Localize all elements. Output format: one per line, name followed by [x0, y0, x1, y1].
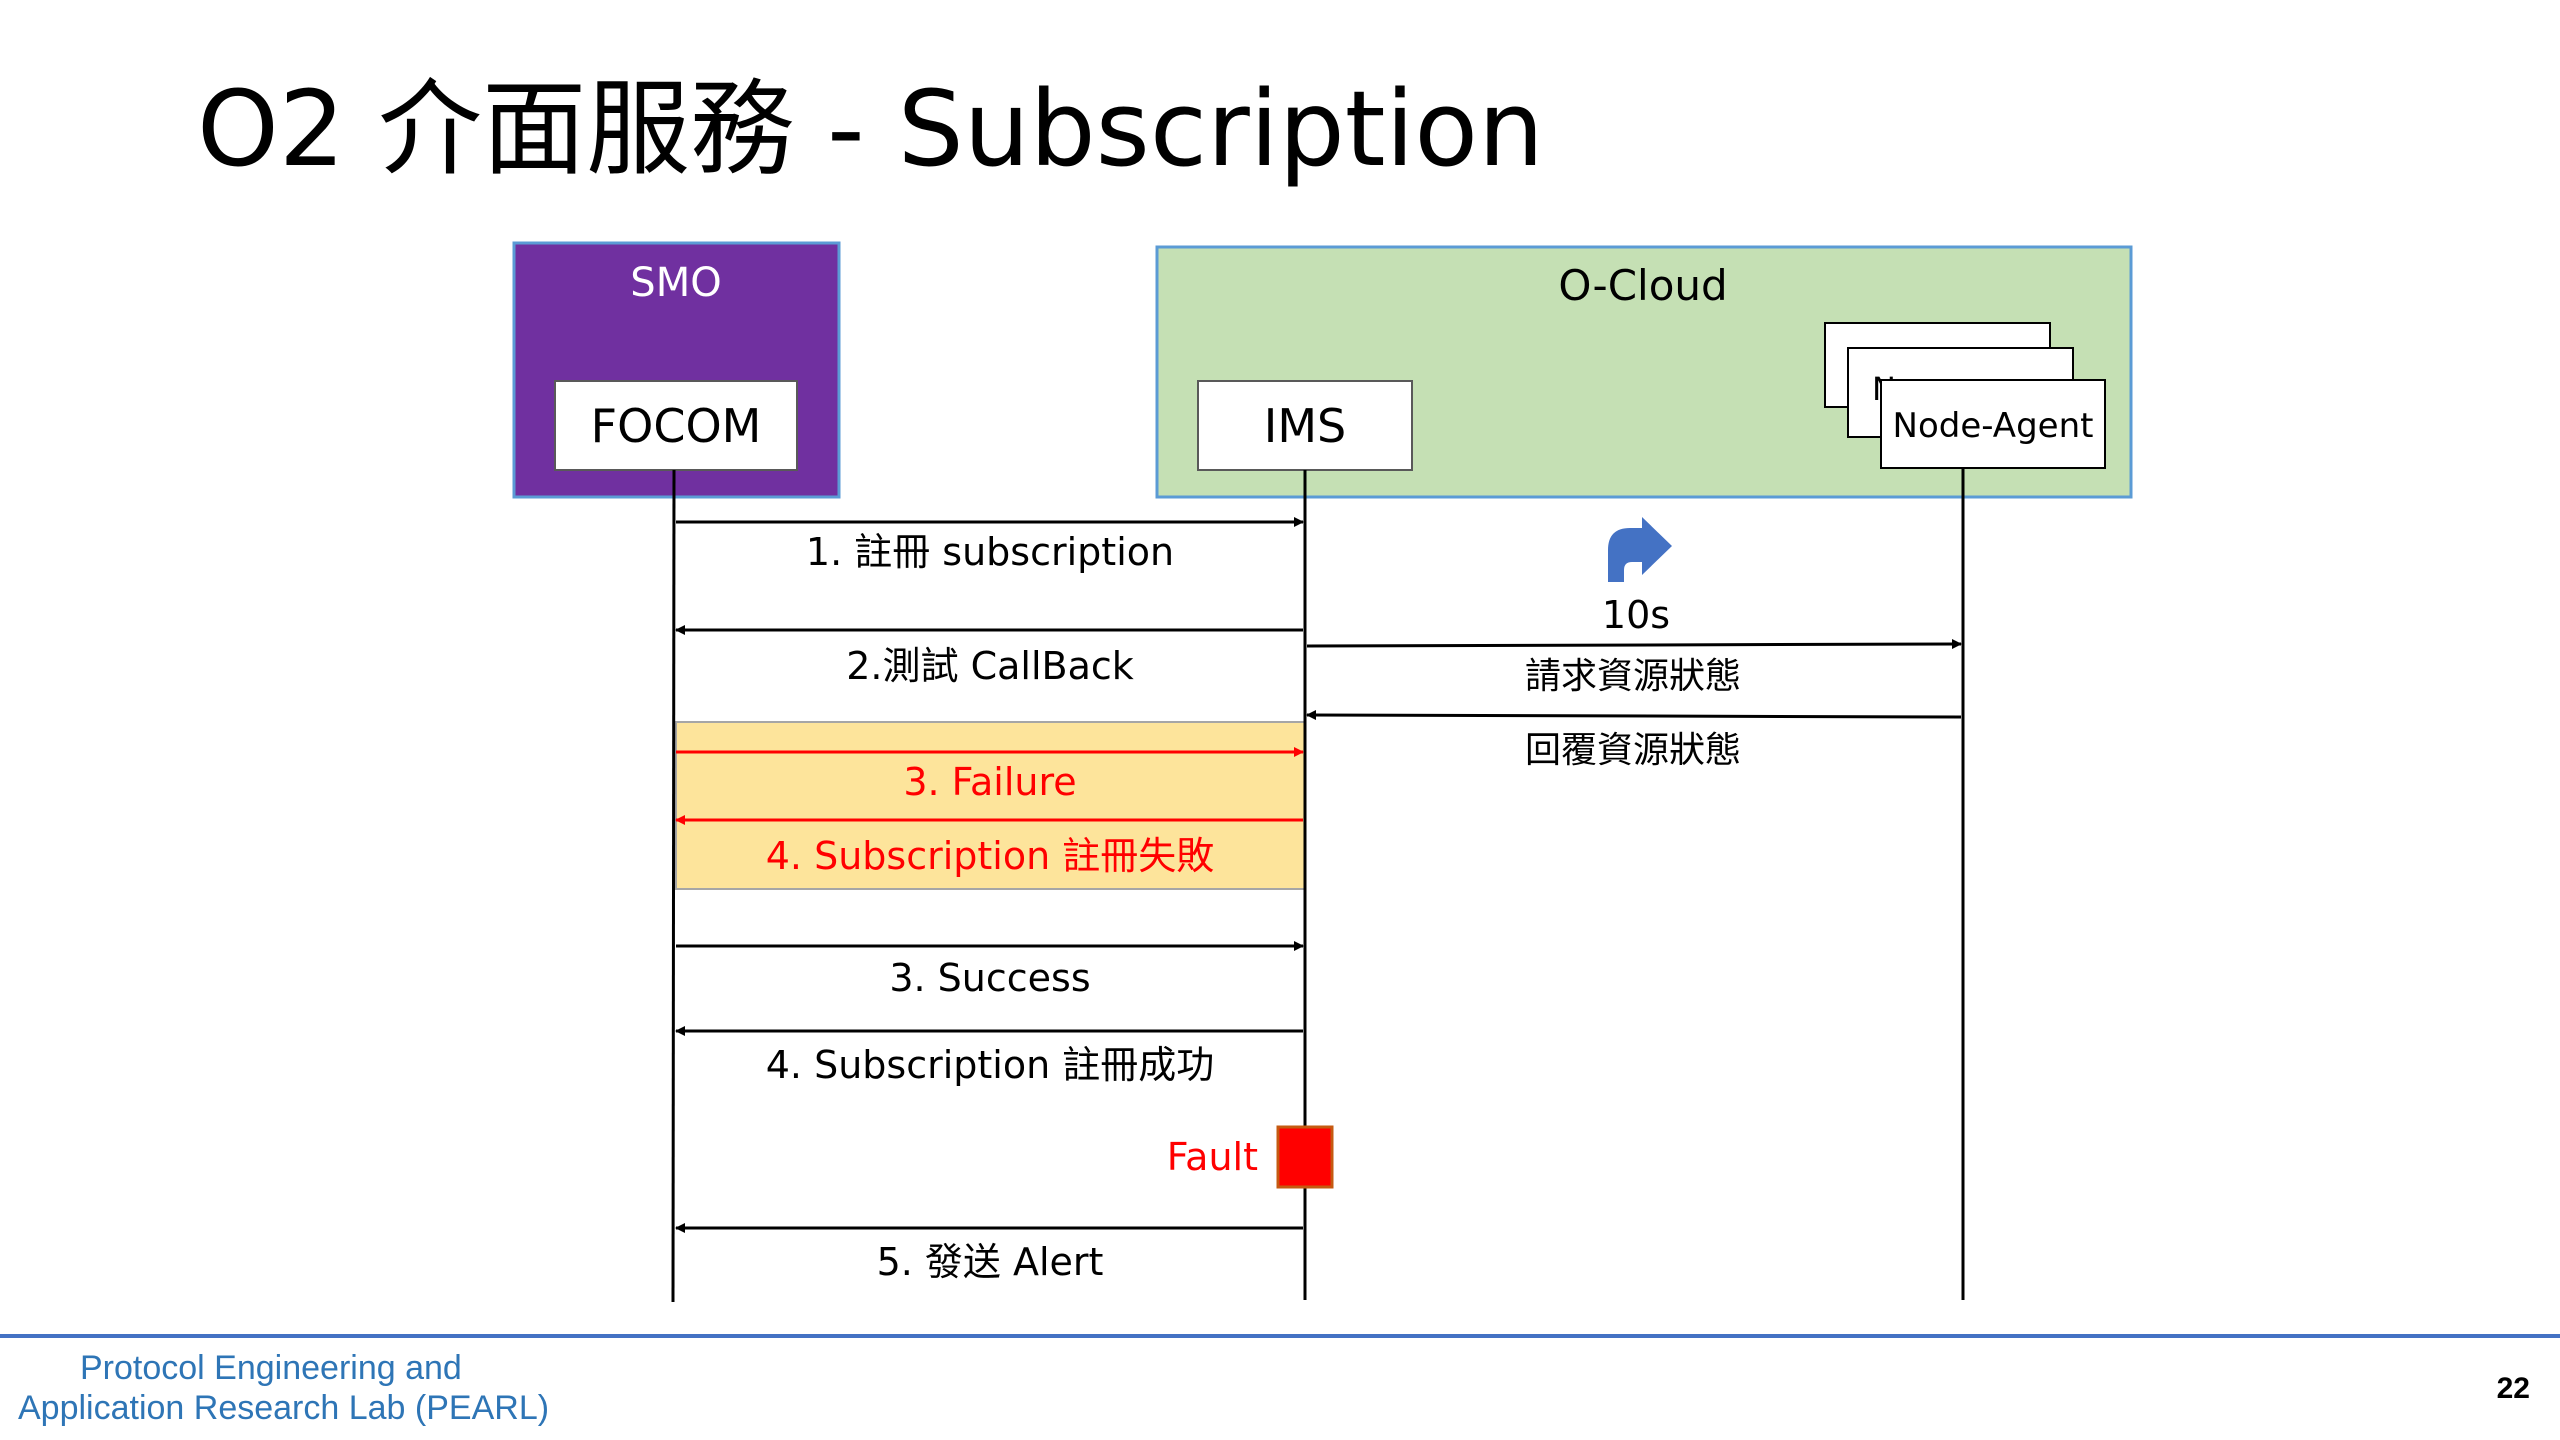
sequence-diagram: SMO FOCOM O-Cloud IMS N Node-Agent 1. 註冊… — [512, 241, 2133, 1303]
msg-subscription-failed: 4. Subscription 註冊失敗 — [766, 834, 1215, 878]
fault-label: Fault — [1167, 1135, 1258, 1179]
focom-label: FOCOM — [591, 399, 762, 453]
footer-org-line1: Protocol Engineering and — [80, 1349, 462, 1387]
focom-lifeline — [671, 469, 676, 1303]
msg-alert: 5. 發送 Alert — [877, 1240, 1104, 1284]
loop-interval: 10s — [1602, 593, 1670, 637]
footer-org-line2: Application Research Lab (PEARL) — [18, 1389, 550, 1427]
ims-label: IMS — [1264, 399, 1346, 453]
page-number: 22 — [2496, 1372, 2530, 1405]
msg-response-status: 回覆資源狀態 — [1525, 730, 1741, 771]
footer-divider — [0, 1334, 2560, 1338]
smo-label: SMO — [630, 260, 721, 306]
arrow-request-status — [1306, 639, 1962, 650]
failure-region — [675, 721, 1306, 890]
arrow-response-status — [1306, 710, 1962, 721]
node-agent-label: Node-Agent — [1893, 406, 2094, 446]
page-title: O2 介面服務 - Subscription — [197, 68, 1544, 190]
msg-success: 3. Success — [889, 956, 1090, 1000]
node-agent-box — [1880, 379, 2106, 469]
msg-request-status: 請求資源狀態 — [1525, 656, 1741, 697]
msg-failure: 3. Failure — [903, 760, 1076, 804]
footer-organization: Protocol Engineering and Application Res… — [18, 1348, 549, 1428]
fault-marker — [1276, 1125, 1334, 1189]
ocloud-label: O-Cloud — [1558, 261, 1727, 310]
msg-callback: 2.測試 CallBack — [846, 644, 1134, 688]
focom-box — [554, 380, 798, 471]
msg-subscription-success: 4. Subscription 註冊成功 — [766, 1043, 1215, 1087]
curved-arrow-icon — [1608, 517, 1672, 582]
msg-register: 1. 註冊 subscription — [806, 530, 1174, 574]
